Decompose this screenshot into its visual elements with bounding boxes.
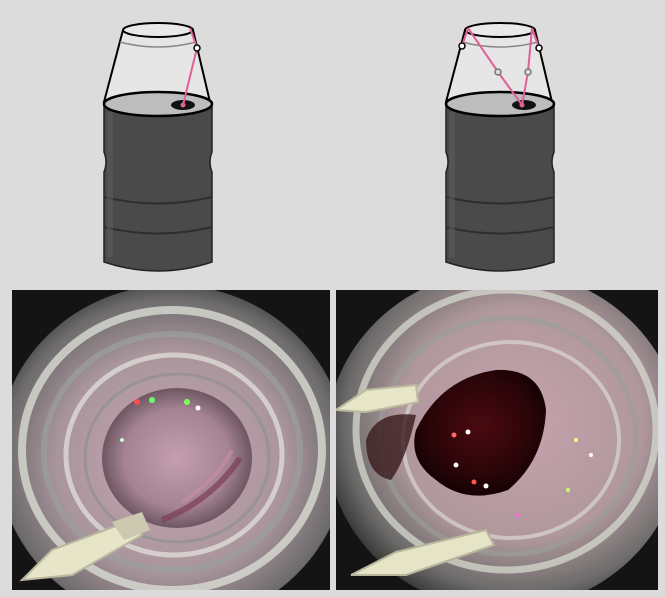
- endoscopic-photo-open: [336, 290, 658, 590]
- endoscopic-closed-svg: [12, 290, 330, 590]
- bottle-left-svg: [90, 12, 230, 282]
- endoscopic-photo-closed: [12, 290, 330, 590]
- bottle-right-svg: [432, 12, 572, 282]
- bottle-illustration-right: [432, 12, 572, 282]
- bottle-illustration-left: [90, 12, 230, 282]
- endoscopic-open-svg: [336, 290, 658, 590]
